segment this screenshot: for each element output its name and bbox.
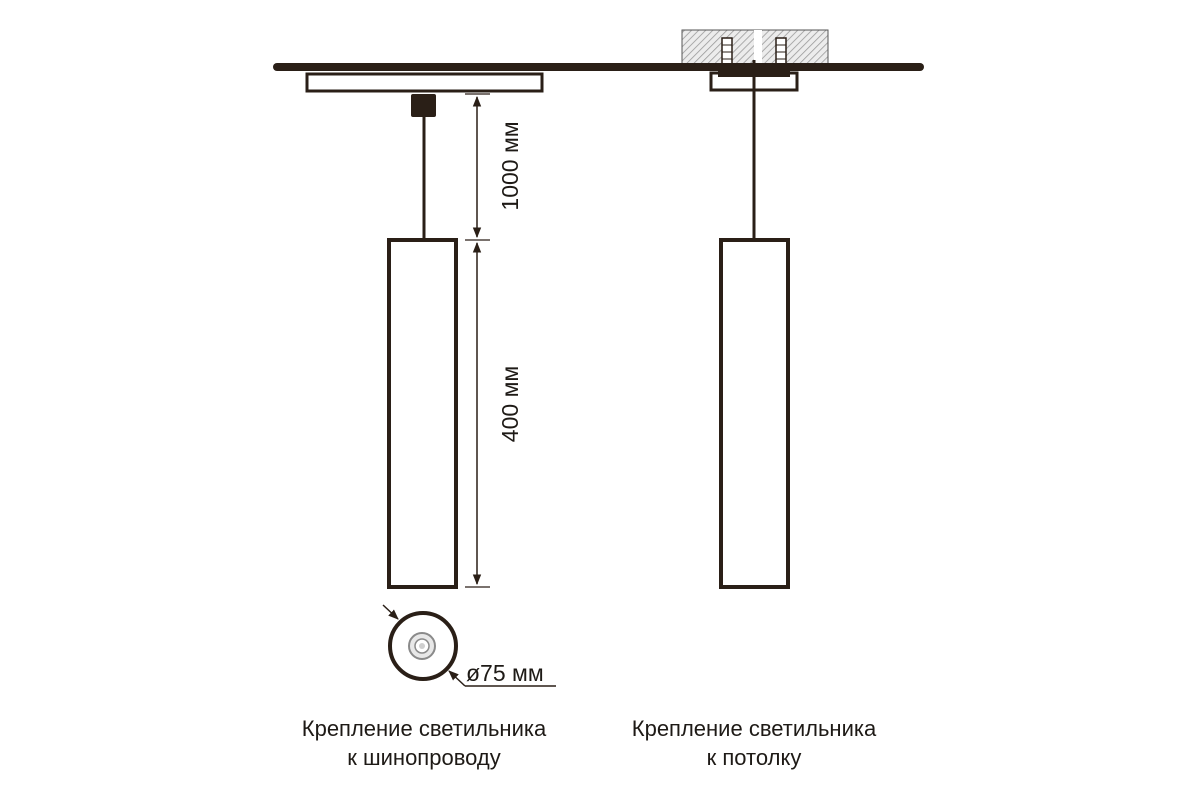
dimension-body [465, 239, 490, 588]
track-mount-lamp [305, 72, 544, 589]
drop-length-label: 1000 мм [497, 121, 523, 210]
dimension-drop [465, 93, 490, 239]
track-rail [305, 72, 544, 93]
caption-track-mount-line1: Крепление светильника [302, 716, 547, 741]
lamp-body-right [719, 238, 790, 589]
diameter-arrows [382, 604, 556, 687]
caption-track-mount-line2: к шинопроводу [347, 745, 500, 770]
track-adapter [411, 94, 436, 117]
diameter-label: ø75 мм [466, 660, 544, 686]
body-length-label: 400 мм [497, 366, 523, 442]
ceiling-mount-lamp [709, 60, 799, 589]
caption-ceiling-mount-line2: к потолку [707, 745, 802, 770]
lamp-body-left [387, 238, 458, 589]
caption-ceiling-mount-line1: Крепление светильника [632, 716, 877, 741]
lamp-bottom-view [388, 611, 458, 681]
